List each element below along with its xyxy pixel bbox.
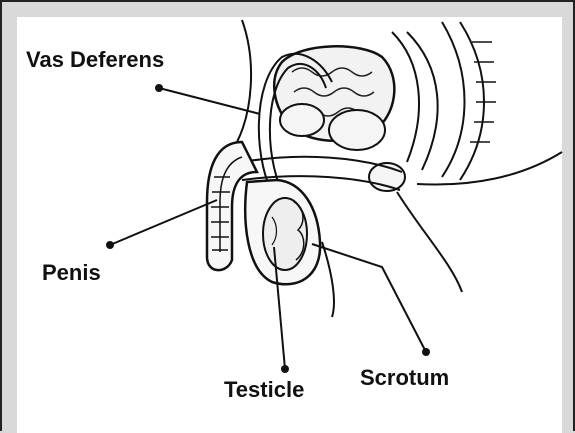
label-scrotum: Scrotum — [360, 365, 449, 390]
label-testicle: Testicle — [224, 377, 304, 402]
label-penis: Penis — [42, 260, 101, 285]
testicle-shape — [263, 198, 307, 270]
label-vas-deferens: Vas Deferens — [26, 47, 164, 72]
